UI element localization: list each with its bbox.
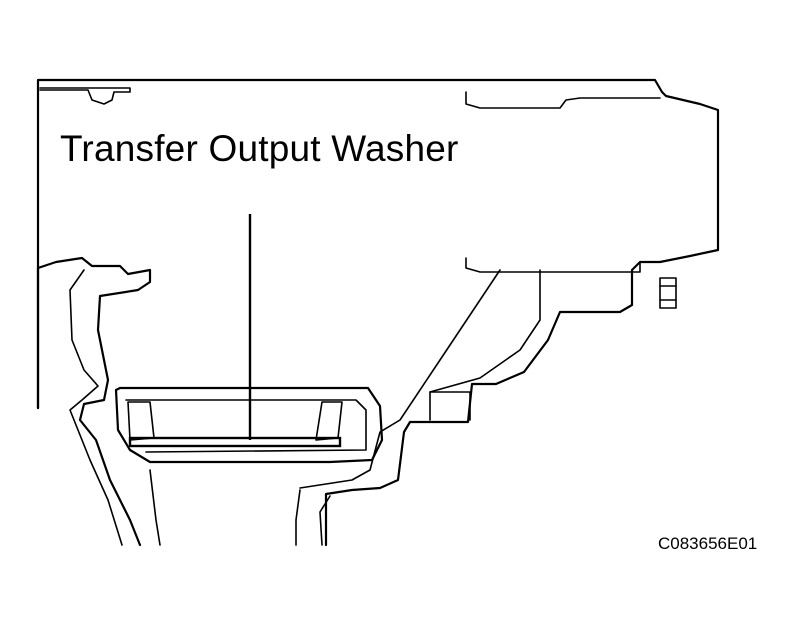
washer-bore bbox=[114, 386, 384, 464]
inner-diagonal-wall bbox=[299, 269, 501, 489]
callout-label: Transfer Output Washer bbox=[60, 128, 459, 169]
upper-recess bbox=[465, 91, 661, 109]
left-inner-contour bbox=[69, 269, 123, 546]
washer-right-chamfer bbox=[315, 401, 343, 441]
shaft-exit-left bbox=[295, 489, 301, 546]
washer-bore-inner bbox=[125, 399, 367, 453]
bolt-head bbox=[659, 277, 677, 309]
left-lower-structure bbox=[36, 256, 152, 547]
reference-code: C083656E01 bbox=[658, 534, 758, 553]
lower-recess bbox=[465, 257, 641, 273]
transfer-output-washer bbox=[128, 436, 342, 448]
inner-step bbox=[429, 391, 471, 421]
shaft-exit-right bbox=[319, 495, 331, 546]
left-neck bbox=[149, 469, 161, 546]
washer-left-chamfer bbox=[127, 401, 155, 441]
inner-diagonal-wall-2 bbox=[429, 269, 541, 421]
housing-outline bbox=[36, 78, 720, 547]
housing-top-notch bbox=[39, 87, 131, 105]
